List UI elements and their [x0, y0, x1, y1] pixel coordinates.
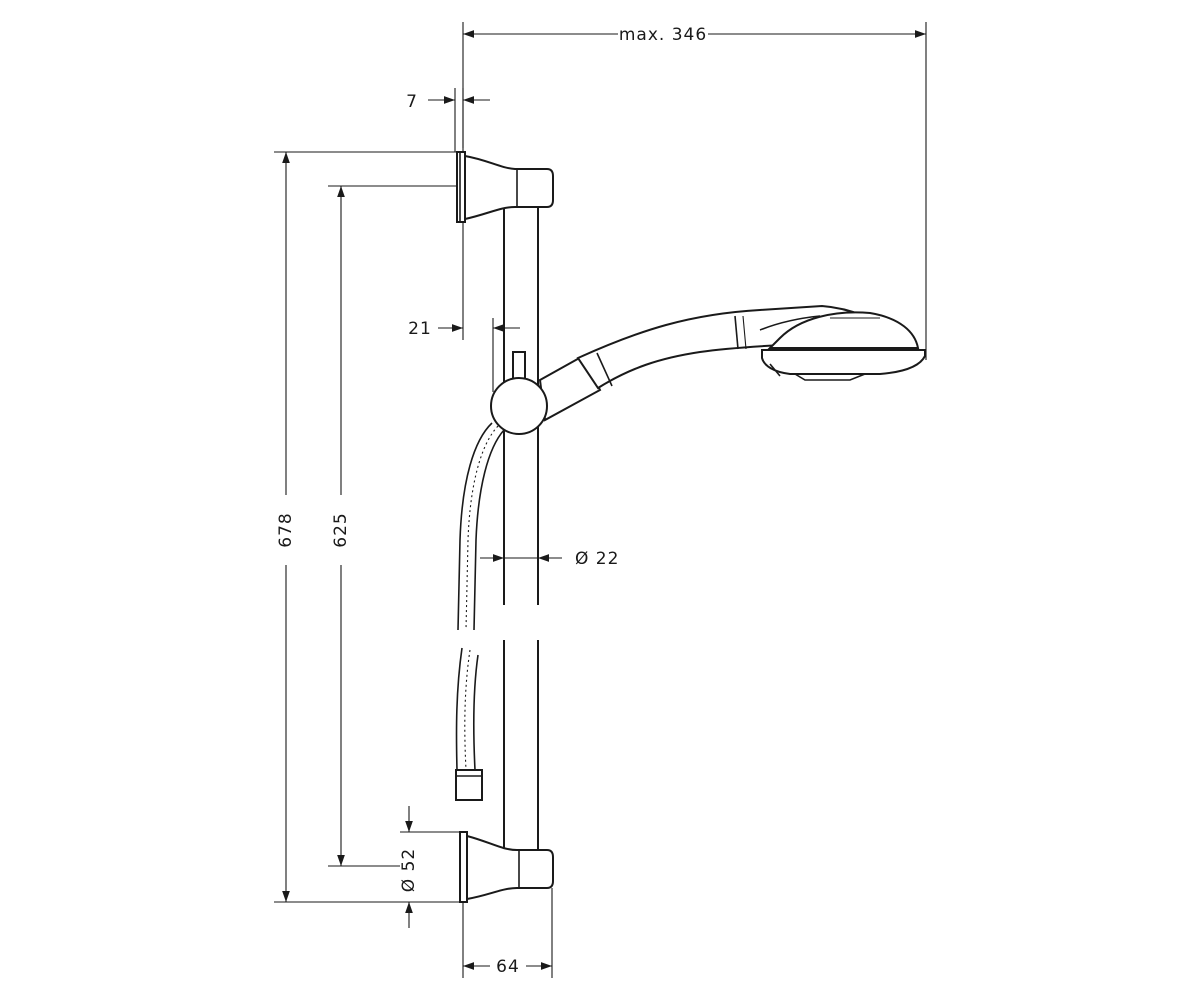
- dimension-max-width-label: max. 346: [619, 25, 707, 45]
- dimension-rail-length: [328, 185, 458, 867]
- dimension-wall-offset: [428, 88, 490, 152]
- dimension-rail-diameter-label: Ø 22: [575, 549, 619, 569]
- dimension-bracket-depth: [462, 888, 553, 978]
- dimension-rail-length-label: 625: [331, 512, 351, 547]
- slider-holder: [490, 351, 602, 435]
- slide-rail: [503, 196, 539, 864]
- dimension-wall-offset-label: 7: [406, 92, 418, 112]
- top-wall-bracket: [456, 151, 554, 223]
- metal-hose: [455, 422, 505, 801]
- dimension-bracket-diameter-label: Ø 52: [399, 848, 419, 892]
- dimension-holder-offset: [438, 222, 520, 392]
- dimension-total-height-label: 678: [276, 512, 296, 547]
- dimension-bracket-diameter: [400, 806, 465, 928]
- hand-shower: [576, 304, 926, 390]
- bottom-wall-bracket: [459, 831, 554, 903]
- dimension-bracket-depth-label: 64: [496, 957, 520, 977]
- dimension-holder-offset-label: 21: [408, 319, 432, 339]
- dimension-total-height: [274, 151, 460, 903]
